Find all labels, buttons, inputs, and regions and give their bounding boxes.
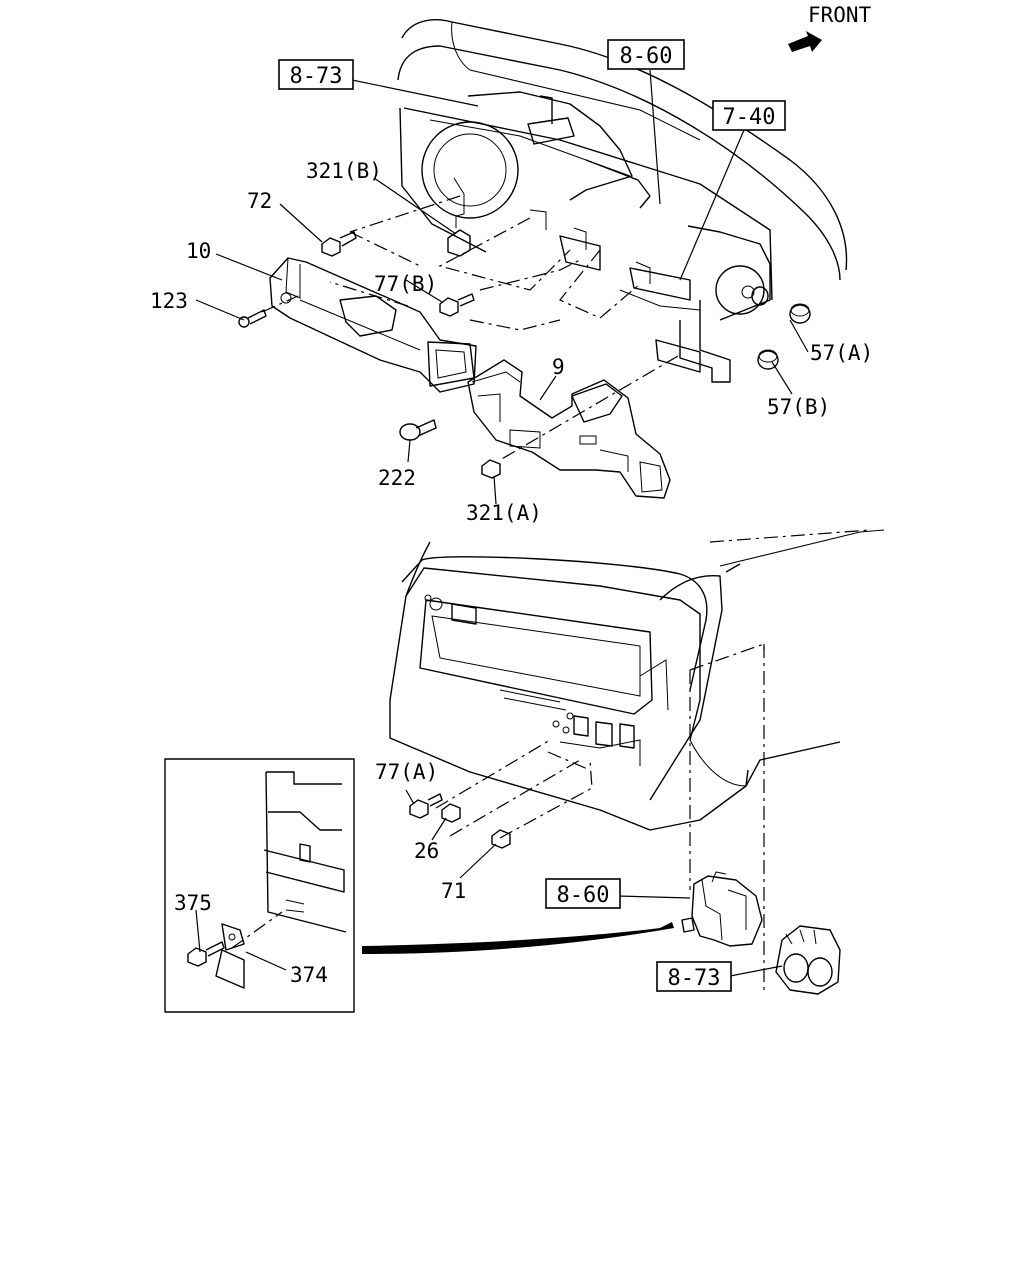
nut-321a-icon: [481, 459, 501, 479]
nut-26-icon: [441, 803, 461, 823]
duct-part-9: [467, 359, 671, 499]
cap-57a-icon: [789, 303, 811, 324]
ref-box-8-60-bottom: 8-60: [545, 878, 621, 909]
front-arrow-icon: [788, 31, 822, 52]
part-10-label: 10: [186, 239, 211, 263]
ref-8-73-top-label: 8-73: [290, 64, 343, 89]
cap-57b-icon: [757, 349, 779, 370]
heater-blower-unit: [421, 91, 771, 383]
part-374-label: 374: [290, 963, 328, 987]
ref-box-8-60-top: 8-60: [607, 39, 685, 70]
bracket-374-icon: [221, 923, 245, 951]
part-77a-label: 77(A): [375, 760, 438, 784]
ref-8-60-top-label: 8-60: [620, 44, 673, 69]
part-57b-label: 57(B): [767, 395, 830, 419]
part-222-label: 222: [378, 466, 416, 490]
nut-71-icon: [491, 829, 511, 849]
alignment-lines-bottom: [231, 529, 871, 990]
heater-unit-8-60-small: [681, 871, 763, 947]
bolt-77b-icon: [439, 293, 475, 317]
part-9-label: 9: [552, 355, 565, 379]
part-72-label: 72: [247, 189, 272, 213]
part-71-label: 71: [441, 879, 466, 903]
ref-box-8-73-top: 8-73: [278, 59, 354, 90]
part-375-label: 375: [174, 891, 212, 915]
ref-box-8-73-bottom: 8-73: [656, 961, 732, 992]
screw-123-icon: [238, 309, 267, 328]
ref-7-40-label: 7-40: [723, 105, 776, 130]
detail-connector-line: [362, 922, 674, 954]
grommet-57-upper-icon: [751, 286, 769, 306]
dashboard-outline: [397, 19, 848, 301]
duct-part-10: [269, 257, 477, 393]
part-321a-label: 321(A): [466, 501, 542, 525]
screw-375-icon: [187, 947, 207, 967]
part-77b-label: 77(B): [374, 272, 437, 296]
part-57a-label: 57(A): [810, 341, 873, 365]
clip-321b-icon: [447, 229, 471, 257]
part-321b-label: 321(B): [306, 159, 382, 183]
cab-front-panel: [389, 529, 885, 831]
ref-8-60-bottom-label: 8-60: [557, 883, 610, 908]
ref-8-73-bottom-label: 8-73: [668, 966, 721, 991]
part-123-label: 123: [150, 289, 188, 313]
alignment-lines-top: [261, 195, 679, 461]
bolt-77a-icon: [409, 793, 443, 819]
front-label: FRONT: [808, 3, 872, 27]
ref-box-7-40: 7-40: [712, 100, 786, 131]
blower-unit-8-73-small: [775, 925, 841, 995]
part-26-label: 26: [414, 839, 439, 863]
bolt-72-icon: [321, 231, 357, 257]
clip-222-icon: [399, 419, 437, 441]
inset-detail-box: [164, 758, 355, 1013]
leader-lines: [195, 69, 809, 977]
